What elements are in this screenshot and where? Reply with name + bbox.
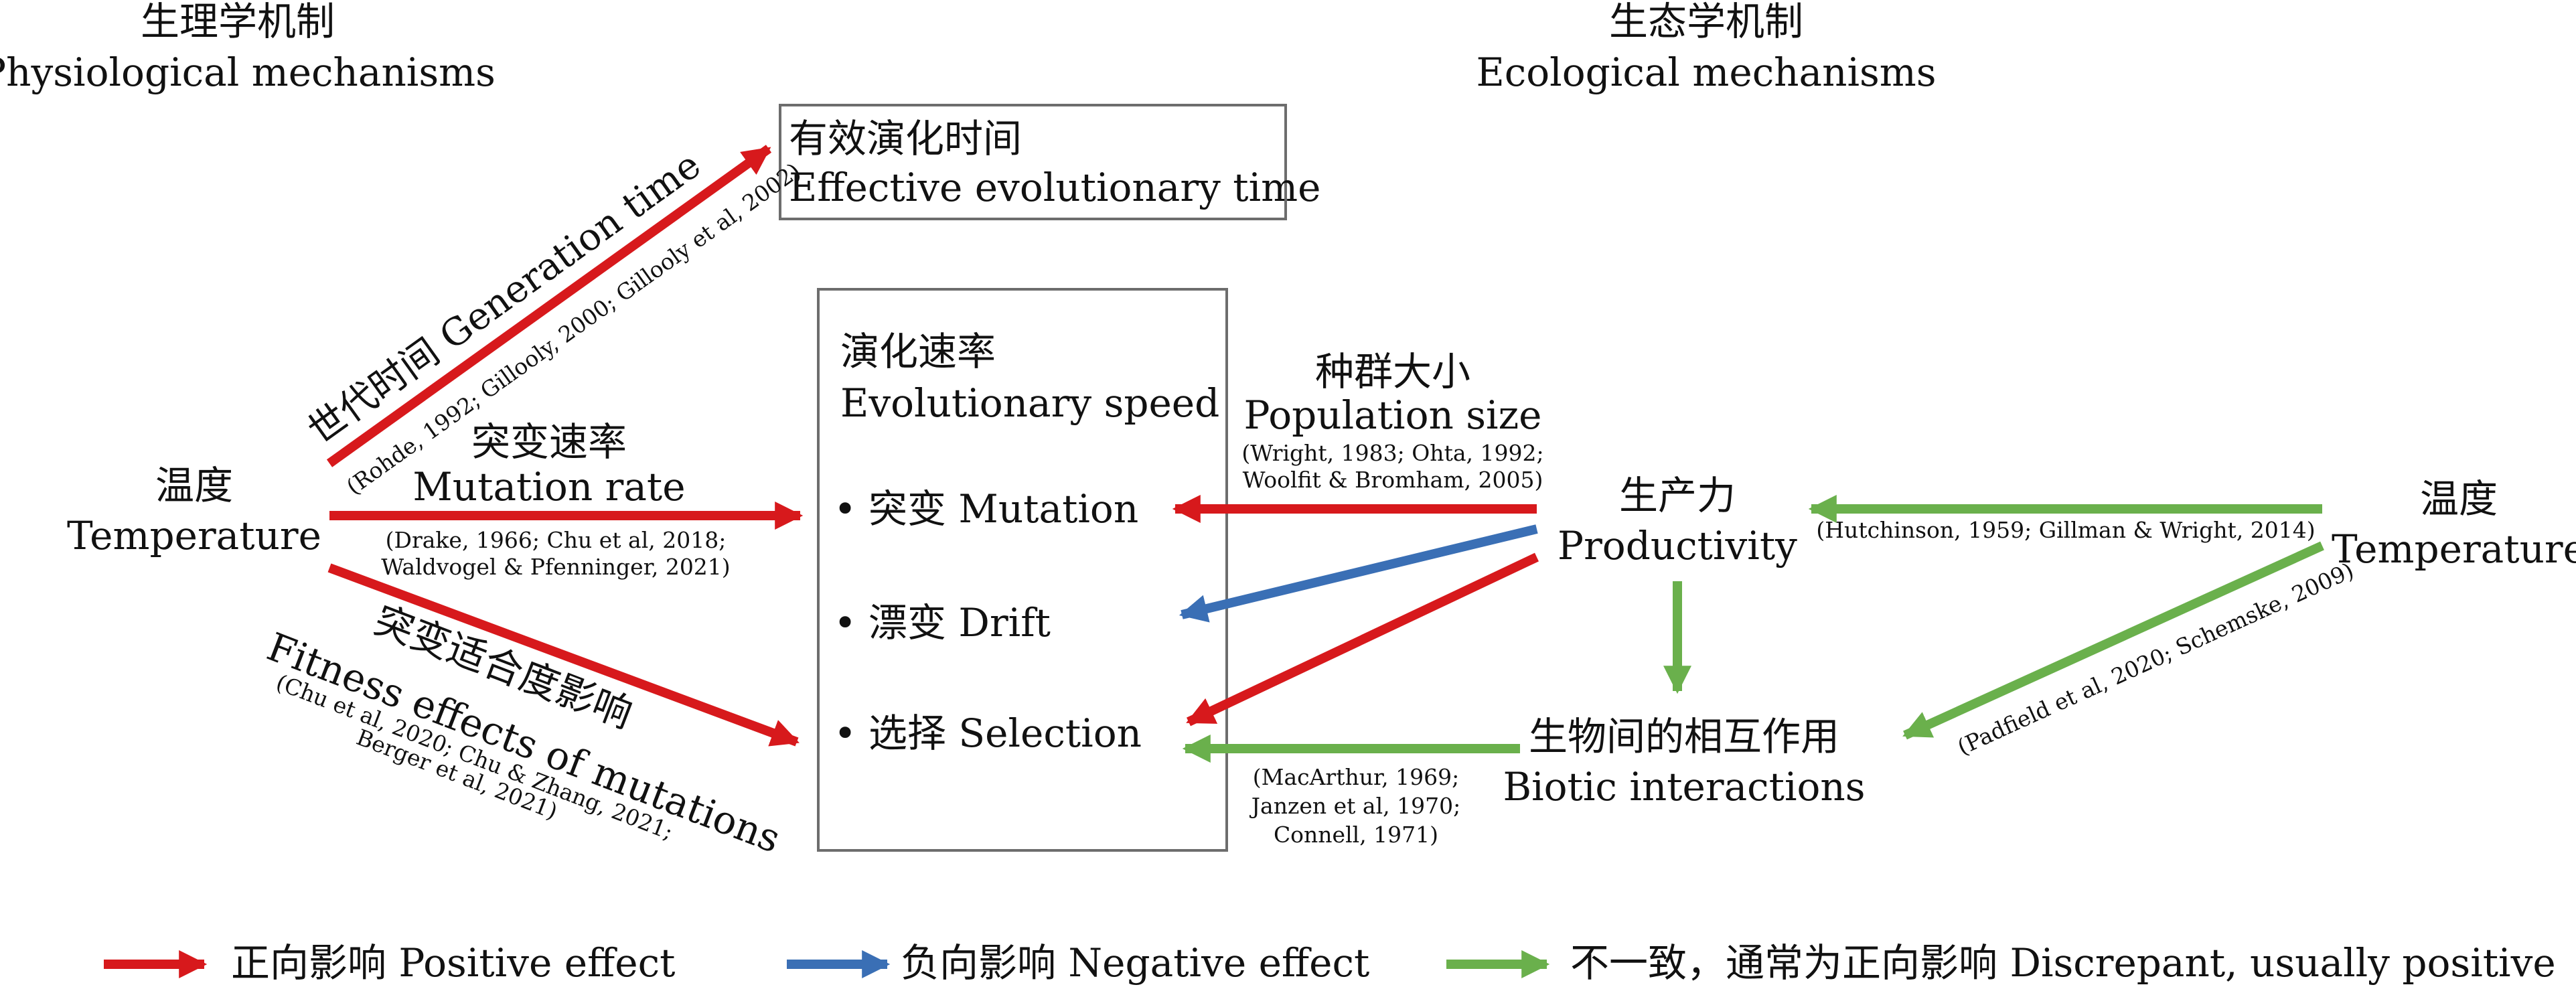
evolutionary-speed-zh: 演化速率 [840, 329, 996, 374]
mutation-rate-en: Mutation rate [412, 464, 685, 510]
ecological-header-en: Ecological mechanisms [1476, 50, 1936, 95]
population-size-en: Population size [1244, 392, 1542, 438]
biotic-selection-refs-3: Connell, 1971) [1274, 822, 1438, 848]
evolutionary-speed-en: Evolutionary speed [840, 380, 1219, 426]
biotic-selection-refs-2: Janzen et al, 1970; [1249, 793, 1460, 819]
mutation-rate-zh: 突变速率 [471, 419, 627, 465]
bullet-selection: • [834, 710, 856, 756]
arrow-fitness-effects [327, 563, 800, 747]
temperature-left-zh: 温度 [155, 463, 233, 508]
effective-time-en: Effective evolutionary time [789, 165, 1320, 210]
legend-discrepant-label: 不一致，通常为正向影响 Discrepant, usually positive [1570, 940, 2556, 986]
mutation-rate-refs-2: Waldvogel & Pfenninger, 2021) [381, 554, 730, 580]
effective-time-zh: 有效演化时间 [789, 116, 1022, 161]
item-mutation: 突变 Mutation [868, 486, 1138, 532]
biotic-selection-refs-1: (MacArthur, 1969; [1253, 764, 1459, 790]
item-drift: 漂变 Drift [868, 600, 1051, 646]
arrow-generation-time [326, 145, 772, 467]
population-size-refs-2: Woolfit & Bromham, 2005) [1243, 467, 1543, 493]
temperature-right-en: Temperature [2332, 526, 2576, 572]
population-size-refs-1: (Wright, 1983; Ohta, 1992; [1241, 440, 1543, 466]
physiological-header-en: Physiological mechanisms [0, 50, 496, 95]
temperature-right-zh: 温度 [2420, 476, 2498, 522]
biotic-interactions-zh: 生物间的相互作用 [1529, 714, 1839, 759]
physiological-header-zh: 生理学机制 [141, 0, 335, 44]
item-selection: 选择 Selection [868, 710, 1142, 756]
legend-positive-label: 正向影响 Positive effect [231, 940, 675, 986]
bullet-drift: • [834, 600, 856, 646]
generation-time-label: 世代时间 Generation time [300, 143, 708, 453]
productivity-en: Productivity [1558, 523, 1797, 568]
temperature-left-en: Temperature [67, 513, 321, 558]
evolutionary-speed-box [817, 288, 1228, 852]
ecological-header-zh: 生态学机制 [1609, 0, 1803, 44]
arrow-productivity-selection [1186, 552, 1539, 727]
temperature-biotic-refs: (Padfield et al, 2020; Schemske, 2009) [1953, 557, 2358, 760]
legend-negative-label: 负向影响 Negative effect [901, 940, 1369, 986]
arrow-temperature-biotic [1902, 541, 2324, 740]
arrow-productivity-drift [1179, 524, 1538, 623]
bullet-mutation: • [834, 486, 856, 532]
temperature-productivity-refs: (Hutchinson, 1959; Gillman & Wright, 201… [1816, 517, 2315, 543]
population-size-zh: 种群大小 [1315, 349, 1470, 394]
effective-time-box [779, 104, 1287, 220]
biotic-interactions-en: Biotic interactions [1503, 764, 1865, 810]
mutation-rate-refs-1: (Drake, 1966; Chu et al, 2018; [386, 527, 727, 553]
productivity-zh: 生产力 [1619, 473, 1736, 518]
